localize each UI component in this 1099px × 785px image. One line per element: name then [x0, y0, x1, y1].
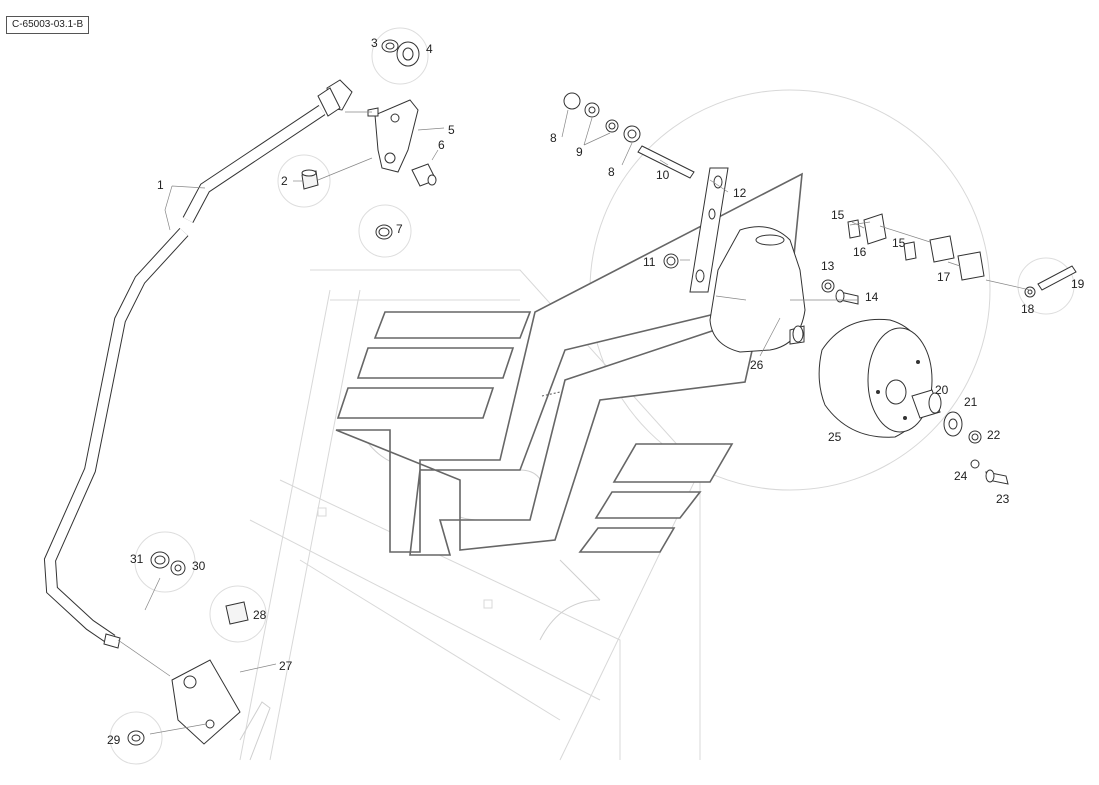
parts-27-31-lower — [109, 531, 271, 765]
callout-24: 24 — [954, 469, 968, 483]
callout-labels: 1 2 3 4 5 6 7 8 9 8 10 11 12 13 14 15 16… — [107, 36, 1085, 747]
callout-5: 5 — [448, 123, 455, 137]
part-7-washer — [358, 204, 412, 258]
callout-15-upper: 15 — [831, 208, 845, 222]
callout-3: 3 — [371, 36, 378, 50]
callout-29: 29 — [107, 733, 121, 747]
part-6-pin — [411, 163, 437, 187]
parts-20-24-hardware — [911, 389, 1009, 485]
callout-15-lower: 15 — [892, 236, 906, 250]
parts-13-14-bolt — [821, 279, 859, 305]
part-11-washer — [663, 253, 679, 269]
callout-7: 7 — [396, 222, 403, 236]
part-5-bracket — [367, 99, 419, 173]
parts-8-9-10-hardware — [563, 92, 695, 179]
callout-31: 31 — [130, 552, 144, 566]
callout-19: 19 — [1071, 277, 1085, 291]
part-2-bushing — [277, 154, 331, 208]
decal-panel — [335, 172, 803, 556]
callout-23: 23 — [996, 492, 1010, 506]
callout-8-lower: 8 — [608, 165, 615, 179]
part-26-mount-plate — [709, 226, 806, 353]
callout-25: 25 — [828, 430, 842, 444]
callout-28: 28 — [253, 608, 267, 622]
callout-13: 13 — [821, 259, 835, 273]
callout-14: 14 — [865, 290, 879, 304]
callout-26: 26 — [750, 358, 764, 372]
parts-18-19-bolt — [1017, 257, 1077, 315]
callout-10: 10 — [656, 168, 670, 182]
parts-3-4-washers — [371, 27, 429, 85]
callout-30: 30 — [192, 559, 206, 573]
callout-22: 22 — [987, 428, 1001, 442]
callout-1: 1 — [157, 178, 164, 192]
callout-9: 9 — [576, 145, 583, 159]
callout-17: 17 — [937, 270, 951, 284]
parts-15-17-brackets — [847, 213, 985, 281]
callout-2: 2 — [281, 174, 288, 188]
callout-20: 20 — [935, 383, 949, 397]
callout-27: 27 — [279, 659, 293, 673]
callout-11: 11 — [643, 255, 656, 269]
callout-21: 21 — [964, 395, 978, 409]
reference-code: C-65003-03.1-B — [6, 16, 90, 34]
callout-16: 16 — [853, 245, 867, 259]
callout-18: 18 — [1021, 302, 1035, 316]
part-25-drum — [818, 318, 933, 438]
part-12-plate — [689, 167, 729, 293]
callout-8-upper: 8 — [550, 131, 557, 145]
callout-12: 12 — [733, 186, 747, 200]
callout-4: 4 — [426, 42, 433, 56]
callout-6: 6 — [438, 138, 445, 152]
leader-lines — [117, 109, 1031, 735]
